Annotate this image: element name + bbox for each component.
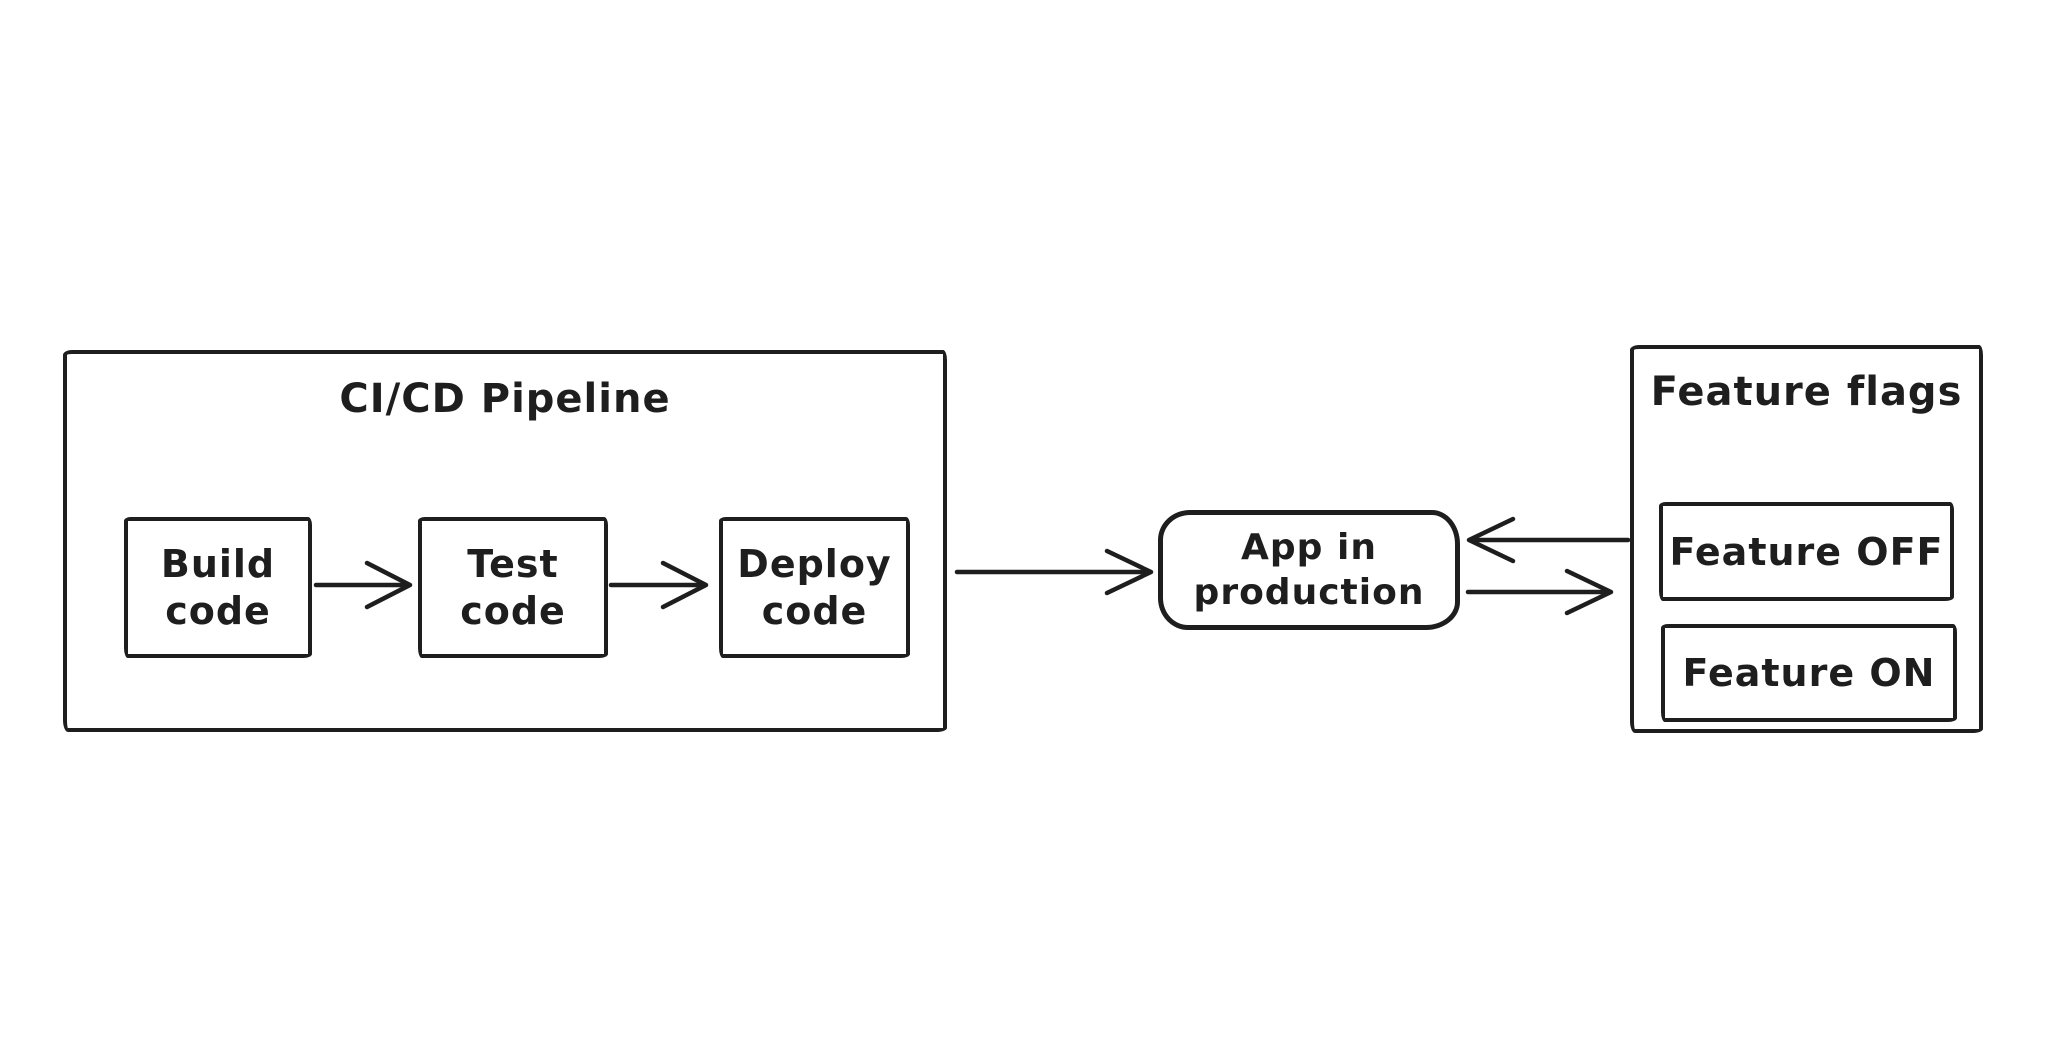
feature-flags-group: Feature flags Feature OFF Feature ON xyxy=(1630,345,1983,733)
node-test-code: Test code xyxy=(418,517,608,658)
arrow-app-to-flags xyxy=(1465,568,1614,616)
node-deploy-code-label: Deploy code xyxy=(737,542,892,633)
arrow-flags-to-app xyxy=(1466,516,1631,564)
node-app-in-production: App in production xyxy=(1158,510,1460,630)
node-feature-on-label: Feature ON xyxy=(1682,651,1936,695)
arrow-pipeline-to-app xyxy=(954,548,1154,596)
node-build-code: Build code xyxy=(124,517,312,658)
cicd-pipeline-title: CI/CD Pipeline xyxy=(339,376,671,422)
node-app-in-production-label: App in production xyxy=(1193,527,1425,613)
cicd-pipeline-group: CI/CD Pipeline Build code Test code Depl… xyxy=(63,350,947,732)
node-test-code-label: Test code xyxy=(460,542,566,633)
node-deploy-code: Deploy code xyxy=(719,517,910,658)
node-feature-off: Feature OFF xyxy=(1659,502,1954,601)
node-build-code-label: Build code xyxy=(160,542,276,633)
node-feature-off-label: Feature OFF xyxy=(1669,529,1944,574)
node-feature-on: Feature ON xyxy=(1661,624,1957,722)
feature-flags-title: Feature flags xyxy=(1650,369,1963,415)
